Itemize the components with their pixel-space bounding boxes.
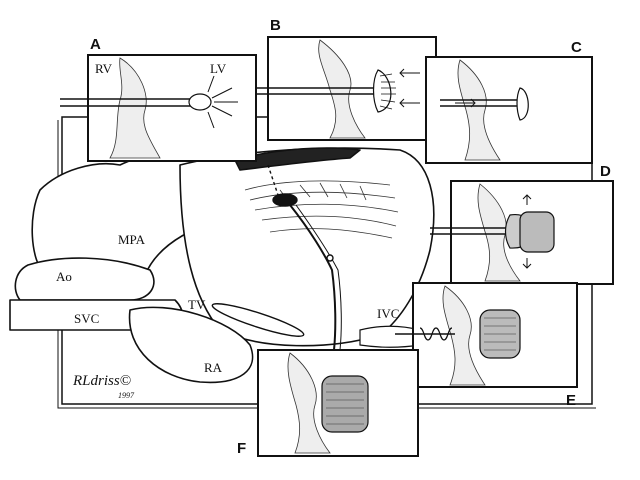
panel-d-box	[430, 180, 614, 285]
panel-d-label: D	[600, 163, 611, 180]
panel-a-box	[60, 54, 257, 162]
panel-e-label: E	[566, 392, 577, 409]
label-ra: RA	[204, 360, 223, 375]
aorta-shape	[14, 257, 155, 301]
panel-a-label: A	[90, 36, 101, 53]
artist-signature-year: 1997	[118, 391, 134, 400]
panel-f-label: F	[237, 440, 247, 457]
delivery-catheter	[289, 204, 337, 351]
inferior-vena-cava-shape	[359, 325, 421, 348]
label-mpa: MPA	[118, 232, 145, 247]
tricuspid-valve-shape	[211, 303, 305, 337]
panel-e-box	[395, 282, 578, 388]
label-svc: SVC	[74, 311, 100, 326]
heart-drawing	[9, 147, 435, 384]
panel-c-box	[425, 56, 593, 164]
label-rv: RV	[95, 61, 113, 76]
panel-b-box	[255, 36, 437, 141]
septum-texture	[244, 180, 399, 239]
label-ivc: IVC	[377, 306, 400, 321]
cut-flap	[234, 147, 361, 171]
panel-c-label: C	[571, 39, 582, 56]
artist-signature: RLdriss©	[73, 373, 132, 389]
panel-f-box	[257, 349, 419, 457]
label-tv: TV	[188, 297, 206, 312]
septal-defect	[267, 164, 342, 351]
label-ao: Ao	[56, 269, 72, 284]
right-atrium-shape	[128, 306, 254, 384]
panel-b-label: B	[270, 17, 281, 34]
label-lv: LV	[210, 61, 227, 76]
